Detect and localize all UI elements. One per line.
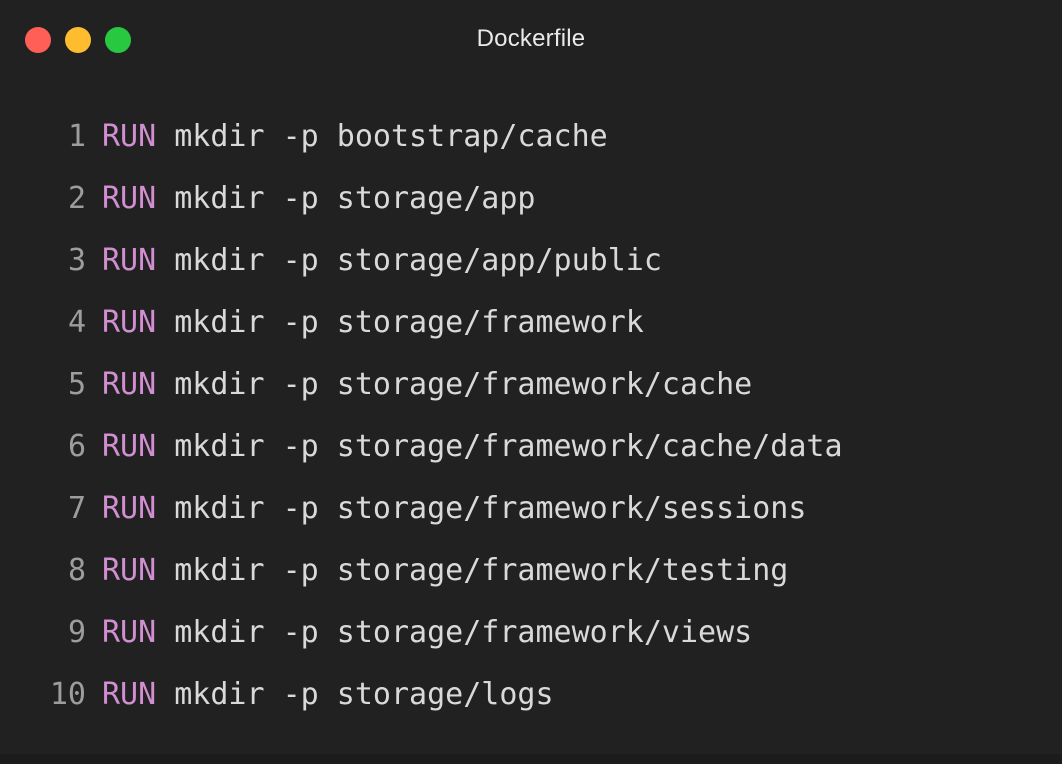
maximize-button[interactable] xyxy=(105,27,131,53)
line-content[interactable]: RUN mkdir -p storage/framework/cache/dat… xyxy=(86,416,843,478)
line-number: 1 xyxy=(67,119,86,154)
line-content[interactable]: RUN mkdir -p storage/framework/cache xyxy=(86,354,752,416)
dockerfile-keyword: RUN xyxy=(102,367,157,402)
line-number: 8 xyxy=(67,553,86,588)
dockerfile-arguments: mkdir -p storage/app xyxy=(156,181,536,216)
line-content[interactable]: RUN mkdir -p storage/framework/testing xyxy=(86,540,788,602)
dockerfile-keyword: RUN xyxy=(102,553,157,588)
window-title: Dockerfile xyxy=(476,25,586,52)
line-content[interactable]: RUN mkdir -p storage/logs xyxy=(86,664,554,726)
close-button[interactable] xyxy=(25,27,51,53)
dockerfile-arguments: mkdir -p storage/framework/sessions xyxy=(156,491,807,526)
dockerfile-arguments: mkdir -p storage/framework/views xyxy=(156,615,753,650)
dockerfile-keyword: RUN xyxy=(102,305,157,340)
window-controls xyxy=(25,27,131,53)
dockerfile-keyword: RUN xyxy=(102,429,157,464)
line-content[interactable]: RUN mkdir -p bootstrap/cache xyxy=(86,106,608,168)
title-bar: Dockerfile xyxy=(0,0,1062,80)
line-number: 5 xyxy=(67,367,86,402)
dockerfile-arguments: mkdir -p storage/logs xyxy=(156,677,554,712)
line-number: 6 xyxy=(67,429,86,464)
line-number: 7 xyxy=(67,491,86,526)
dockerfile-keyword: RUN xyxy=(102,181,157,216)
line-number: 2 xyxy=(67,181,86,216)
line-number: 3 xyxy=(67,243,86,278)
dockerfile-arguments: mkdir -p storage/framework xyxy=(156,305,644,340)
line-content[interactable]: RUN mkdir -p storage/app xyxy=(86,168,535,230)
minimize-button[interactable] xyxy=(65,27,91,53)
dockerfile-arguments: mkdir -p storage/framework/testing xyxy=(156,553,789,588)
line-number: 4 xyxy=(67,305,86,340)
dockerfile-arguments: mkdir -p storage/framework/cache/data xyxy=(156,429,843,464)
dockerfile-keyword: RUN xyxy=(102,119,157,154)
line-content[interactable]: RUN mkdir -p storage/app/public xyxy=(86,230,662,292)
line-content[interactable]: RUN mkdir -p storage/framework/views xyxy=(86,602,752,664)
dockerfile-keyword: RUN xyxy=(102,243,157,278)
dockerfile-keyword: RUN xyxy=(102,491,157,526)
dockerfile-keyword: RUN xyxy=(102,677,157,712)
dockerfile-arguments: mkdir -p storage/framework/cache xyxy=(156,367,753,402)
line-number: 9 xyxy=(67,615,86,650)
dockerfile-keyword: RUN xyxy=(102,615,157,650)
dockerfile-arguments: mkdir -p bootstrap/cache xyxy=(156,119,608,154)
window-bottom-edge xyxy=(0,754,1062,764)
line-content[interactable]: RUN mkdir -p storage/framework/sessions xyxy=(86,478,806,540)
dockerfile-arguments: mkdir -p storage/app/public xyxy=(156,243,662,278)
line-content[interactable]: RUN mkdir -p storage/framework xyxy=(86,292,644,354)
line-number: 10 xyxy=(49,677,86,712)
